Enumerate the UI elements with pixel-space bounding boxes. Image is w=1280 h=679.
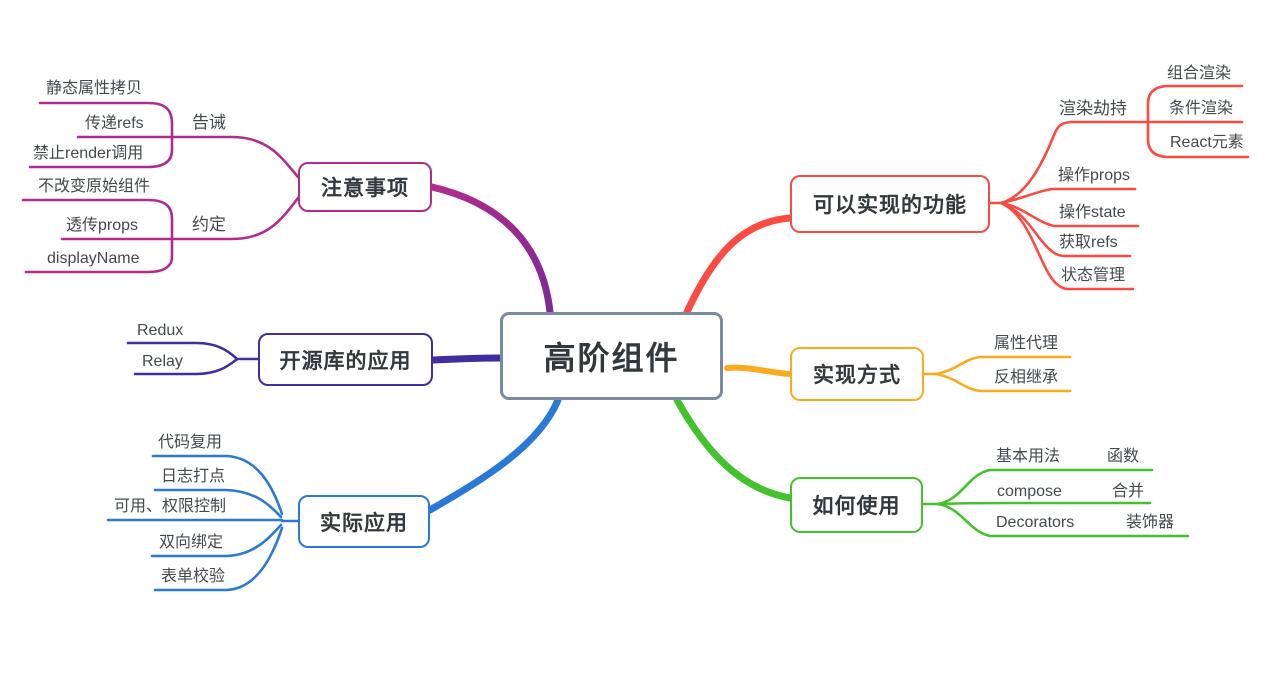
leaf-permission-control[interactable]: 可用、权限控制 (114, 498, 227, 515)
leaf-pass-refs[interactable]: 传递refs (85, 115, 144, 132)
topic-basic-usage-label[interactable]: 基本用法 (996, 448, 1061, 465)
leaf-static-copy[interactable]: 静态属性拷贝 (46, 80, 143, 97)
render-hijack-line (999, 120, 1150, 205)
no-render-call-line (28, 135, 174, 169)
two-way-binding-line (150, 523, 283, 558)
leaf-logging[interactable]: 日志打点 (161, 468, 226, 485)
practical-topic-node[interactable]: 实际应用 (298, 495, 430, 548)
form-validation-line (153, 526, 284, 592)
leaf-props-proxy[interactable]: 属性代理 (994, 335, 1059, 352)
practical-branch-link (426, 396, 562, 514)
leaf-react-element[interactable]: React元素 (1170, 134, 1244, 151)
topic-caution-label[interactable]: 告诫 (192, 113, 226, 132)
leaf-no-modify-original[interactable]: 不改变原始组件 (38, 178, 151, 195)
topic-convention-label[interactable]: 约定 (192, 215, 226, 234)
notes-topic-label: 注意事项 (321, 177, 409, 200)
usage-topic-label: 如何使用 (812, 495, 901, 518)
state-management-line (999, 201, 1135, 291)
features-topic-label: 可以实现的功能 (813, 194, 967, 217)
logging-line (153, 488, 283, 519)
leaf-get-refs[interactable]: 获取refs (1059, 234, 1118, 251)
composite-render-line (1146, 84, 1244, 124)
features-branch-link (683, 214, 794, 316)
leaf-function[interactable]: 函数 (1107, 448, 1140, 465)
props-proxy-line (934, 355, 1072, 376)
basic-usage-line (936, 468, 1154, 506)
leaf-two-way-binding[interactable]: 双向绑定 (159, 534, 224, 551)
leaf-no-render-call[interactable]: 禁止render调用 (33, 145, 144, 162)
leaf-redux[interactable]: Redux (137, 322, 184, 339)
notes-topic-node[interactable]: 注意事项 (298, 162, 432, 212)
methods-topic-label: 实现方式 (813, 364, 901, 387)
get-refs-line (999, 201, 1132, 258)
topic-render-hijack-label[interactable]: 渲染劫持 (1059, 99, 1127, 118)
features-topic-node[interactable]: 可以实现的功能 (790, 175, 990, 233)
leaf-code-reuse[interactable]: 代码复用 (158, 434, 223, 451)
opensource-topic-node[interactable]: 开源库的应用 (258, 333, 433, 386)
leaf-manipulate-state[interactable]: 操作state (1059, 204, 1126, 221)
leaf-composite-render[interactable]: 组合渲染 (1167, 65, 1232, 82)
methods-branch-link (724, 364, 793, 377)
leaf-pass-through-props[interactable]: 透传props (66, 217, 139, 234)
leaf-form-validation[interactable]: 表单校验 (161, 568, 226, 585)
redux-line (126, 341, 238, 360)
topic-compose-label[interactable]: compose (997, 483, 1062, 500)
central-topic-label: 高阶组件 (543, 340, 680, 376)
topic-decorators-label[interactable]: Decorators (996, 514, 1075, 531)
relay-line (133, 358, 238, 376)
leaf-conditional-render[interactable]: 条件渲染 (1169, 100, 1234, 117)
leaf-manipulate-props[interactable]: 操作props (1058, 167, 1131, 184)
display-name-line (24, 237, 174, 274)
leaf-relay[interactable]: Relay (142, 353, 183, 370)
central-topic-node[interactable]: 高阶组件 (500, 312, 723, 400)
leaf-state-management[interactable]: 状态管理 (1061, 267, 1126, 284)
react-element-line (1146, 120, 1250, 159)
manipulate-props-line (999, 187, 1137, 205)
leaf-display-name[interactable]: displayName (47, 250, 140, 267)
opensource-branch-link (429, 354, 504, 364)
decorators-line (936, 502, 1190, 538)
caution-line (170, 135, 300, 179)
code-reuse-line (151, 454, 284, 516)
practical-topic-label: 实际应用 (320, 511, 408, 535)
inheritance-inversion-line (934, 372, 1072, 393)
usage-branch-link (673, 396, 794, 502)
static-copy-line (38, 101, 174, 139)
methods-topic-node[interactable]: 实现方式 (790, 347, 924, 401)
leaf-merge[interactable]: 合并 (1112, 483, 1145, 500)
leaf-inheritance-inversion[interactable]: 反相继承 (994, 369, 1059, 386)
convention-line (170, 196, 300, 241)
opensource-topic-label: 开源库的应用 (279, 349, 412, 373)
notes-branch-link (428, 183, 554, 316)
compose-line (936, 501, 1152, 506)
usage-topic-node[interactable]: 如何使用 (790, 477, 923, 533)
leaf-decorator[interactable]: 装饰器 (1126, 514, 1175, 531)
no-modify-original-line (21, 198, 174, 241)
